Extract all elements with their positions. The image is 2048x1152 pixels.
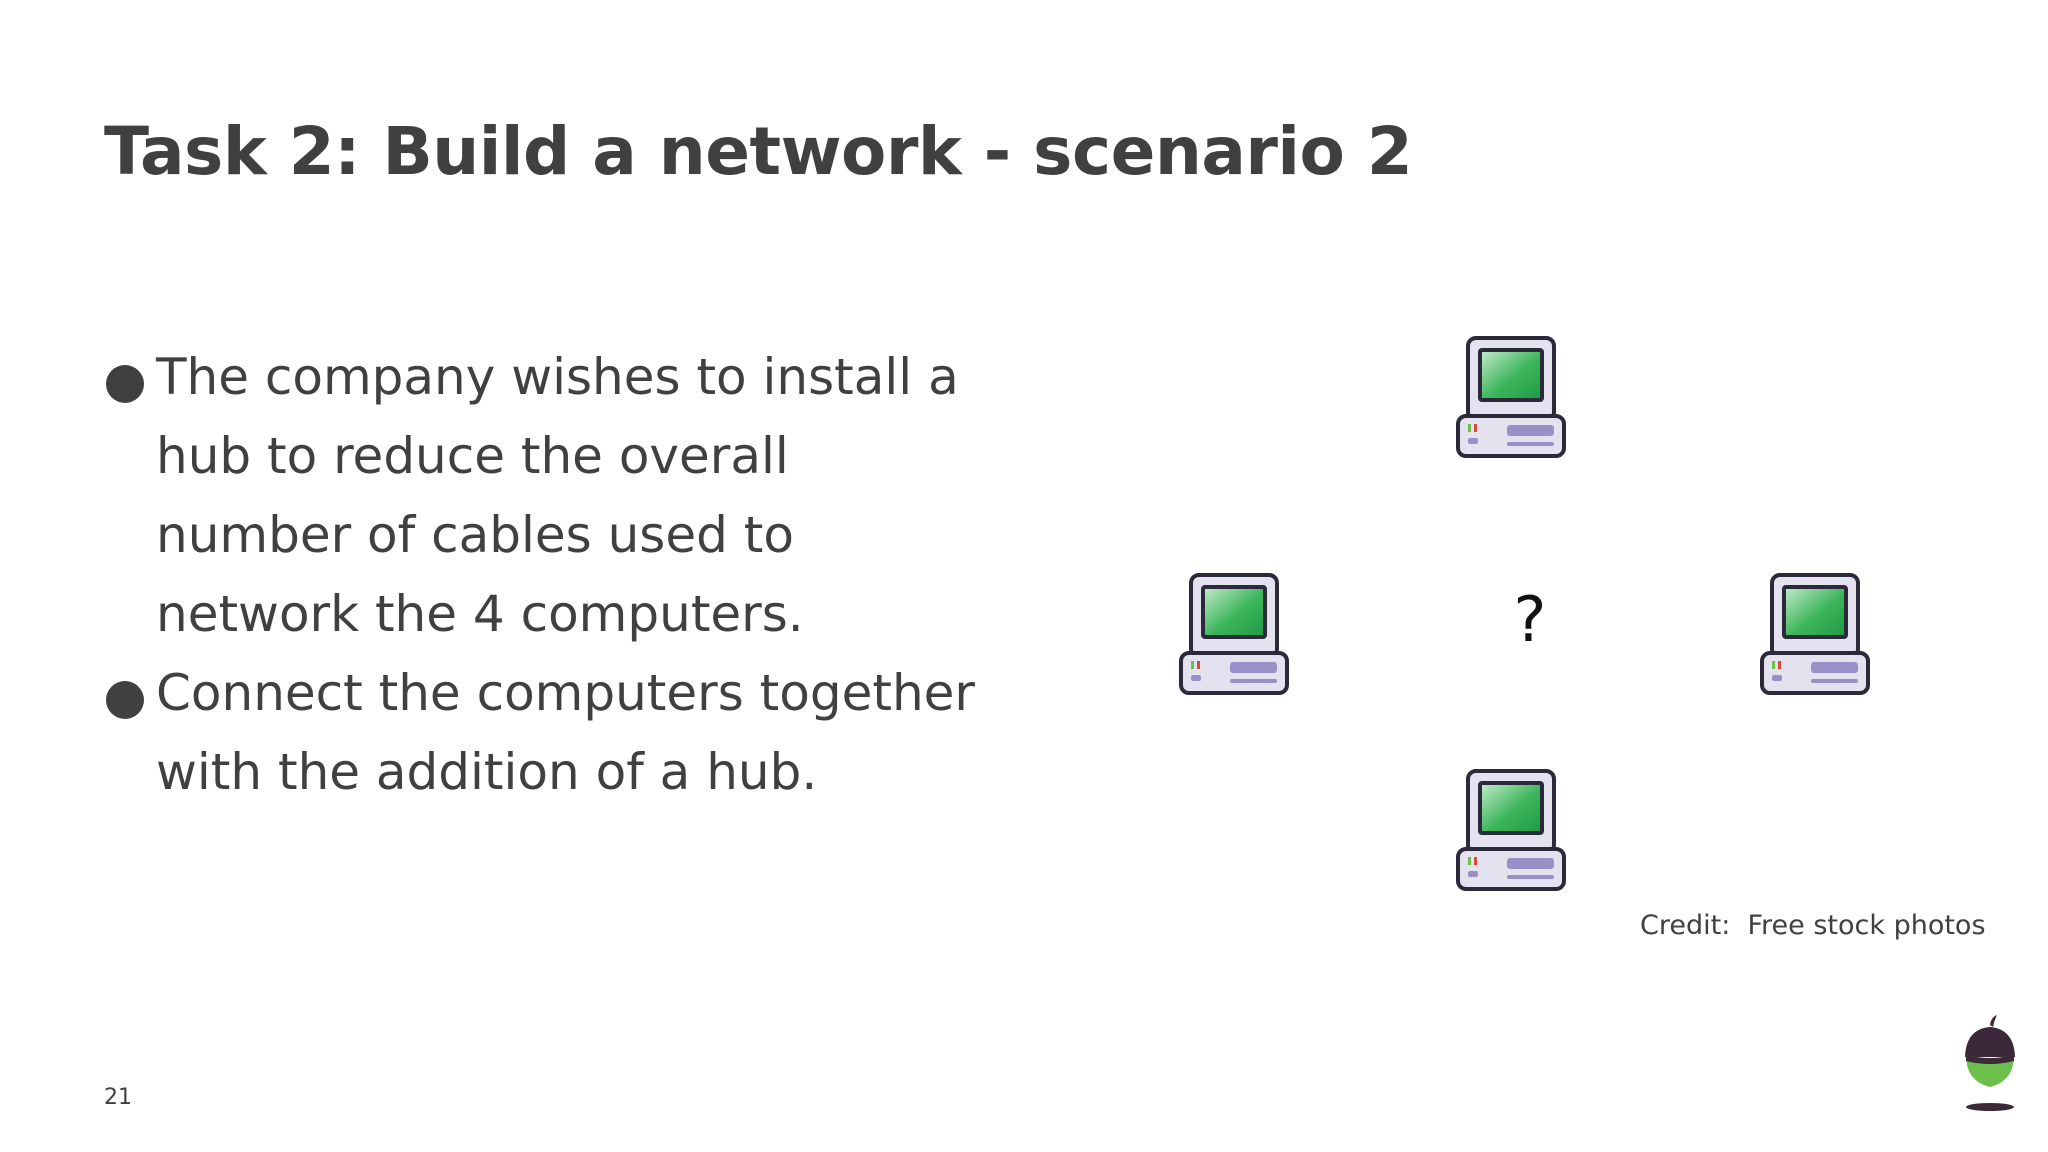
page-number: 21 <box>104 1085 132 1110</box>
bullet-dot-icon <box>106 365 144 403</box>
bullet-dot-icon <box>106 681 144 719</box>
slide-title: Task 2: Build a network - scenario 2 <box>104 113 1413 190</box>
bullet-text: The company wishes to install a hub to r… <box>156 348 959 643</box>
hub-question-mark: ? <box>1513 583 1547 656</box>
computer-icon-left <box>1179 573 1289 695</box>
bullet-list: The company wishes to install a hub to r… <box>104 338 984 812</box>
image-credit: Credit: Free stock photos <box>1640 910 1986 941</box>
bullet-text: Connect the computers together with the … <box>156 664 975 801</box>
acorn-logo-icon <box>1965 1015 2015 1111</box>
computer-icon-right <box>1760 573 1870 695</box>
bullet-item: Connect the computers together with the … <box>104 654 984 812</box>
computer-icon-top <box>1456 336 1566 458</box>
bullet-item: The company wishes to install a hub to r… <box>104 338 984 654</box>
computer-icon-bottom <box>1456 769 1566 891</box>
